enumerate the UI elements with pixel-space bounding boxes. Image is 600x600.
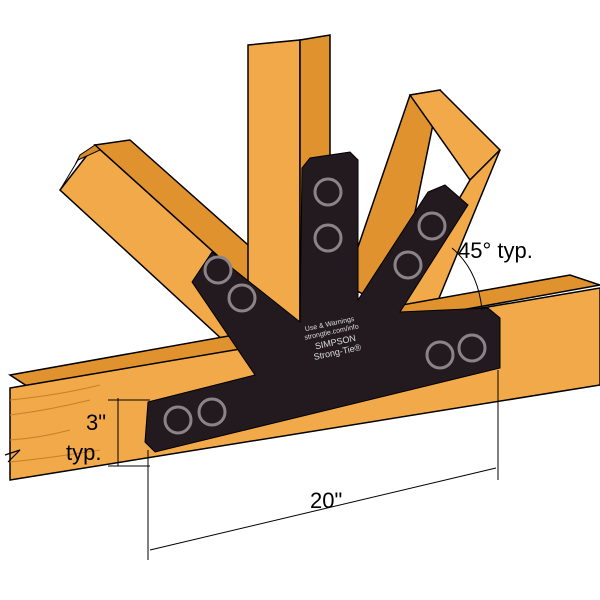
bolt bbox=[163, 405, 193, 435]
bolt bbox=[393, 250, 423, 280]
bolts bbox=[163, 177, 487, 435]
bolt bbox=[203, 255, 233, 285]
bolt bbox=[425, 340, 455, 370]
bolt bbox=[197, 397, 227, 427]
bolt bbox=[313, 177, 343, 207]
height-typ-label: typ. bbox=[66, 440, 101, 465]
bolt bbox=[313, 223, 343, 253]
bolt bbox=[227, 283, 257, 313]
angle-label: 45° typ. bbox=[458, 238, 533, 263]
bolt bbox=[417, 211, 447, 241]
bolt bbox=[457, 333, 487, 363]
height-dimension-label: 3" bbox=[86, 410, 106, 435]
dimension-lines bbox=[108, 247, 499, 560]
length-dimension-label: 20" bbox=[310, 488, 342, 513]
